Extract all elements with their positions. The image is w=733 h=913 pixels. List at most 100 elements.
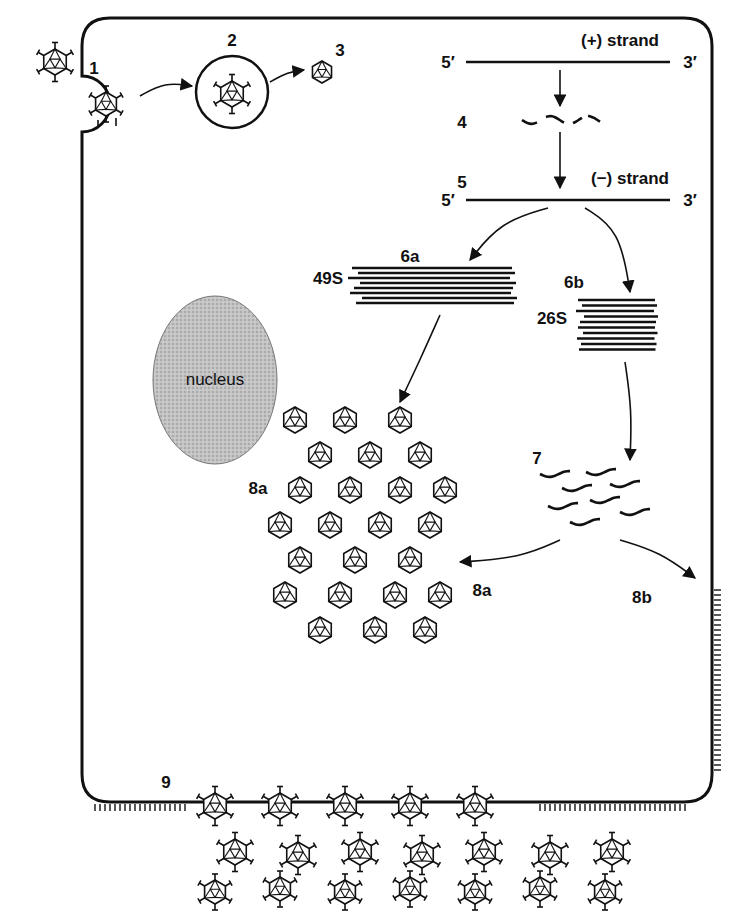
nucleocapsid bbox=[274, 582, 297, 608]
glycoprotein-spike bbox=[714, 609, 721, 610]
glycoprotein-spike bbox=[714, 674, 721, 675]
glycoprotein-spike bbox=[174, 804, 175, 811]
flow-arrow bbox=[470, 208, 548, 260]
subgenomic-rna-26s bbox=[579, 348, 656, 351]
node-label: nucleus bbox=[186, 370, 245, 390]
glycoprotein-spike bbox=[714, 679, 721, 680]
enveloped-virion bbox=[262, 787, 299, 826]
receptor bbox=[97, 120, 99, 128]
enveloped-virion bbox=[392, 787, 429, 826]
structural-protein bbox=[586, 469, 616, 475]
glycoprotein-spike bbox=[654, 804, 655, 811]
glycoprotein-spike bbox=[714, 744, 721, 745]
glycoprotein-spike bbox=[614, 804, 615, 811]
glycoprotein-spike bbox=[634, 804, 635, 811]
flow-arrow bbox=[559, 70, 561, 106]
glycoprotein-spike bbox=[714, 589, 721, 590]
glycoprotein-spike bbox=[609, 804, 610, 811]
callout-number: 6b bbox=[564, 274, 584, 291]
glycoprotein-spike bbox=[644, 804, 645, 811]
callout-number: 8a bbox=[473, 582, 492, 599]
subgenomic-rna-26s bbox=[576, 310, 654, 313]
glycoprotein-spike bbox=[559, 804, 560, 811]
glycoprotein-spike bbox=[119, 804, 120, 811]
glycoprotein-spike bbox=[714, 714, 721, 715]
callout-number: 3 bbox=[335, 42, 344, 59]
minus-strand-rna bbox=[466, 199, 670, 202]
glycoprotein-spike bbox=[544, 804, 545, 811]
strand-end-label: 3′ bbox=[683, 54, 697, 71]
glycoprotein-spike bbox=[674, 804, 675, 811]
flow-arrow bbox=[559, 132, 561, 188]
flow-arrow bbox=[625, 362, 631, 460]
enveloped-virion bbox=[532, 836, 569, 875]
glycoprotein-spike bbox=[549, 804, 550, 811]
structural-protein bbox=[540, 471, 570, 477]
uncoated-rna bbox=[522, 120, 537, 124]
enveloped-virion bbox=[466, 833, 503, 872]
glycoprotein-spike bbox=[714, 694, 721, 695]
uncoated-rna bbox=[573, 118, 582, 123]
glycoprotein-spike bbox=[629, 804, 630, 811]
nucleocapsid bbox=[319, 512, 342, 538]
enveloped-virion bbox=[594, 833, 631, 872]
subgenomic-rna-26s bbox=[577, 337, 655, 340]
callout-number: 4 bbox=[457, 114, 466, 131]
callout-number: 2 bbox=[227, 32, 236, 49]
glycoprotein-spike bbox=[714, 739, 721, 740]
uncoated-rna bbox=[588, 116, 600, 122]
enveloped-virion bbox=[523, 871, 557, 907]
enveloped-virion bbox=[342, 833, 379, 872]
glycoprotein-spike bbox=[539, 804, 540, 811]
glycoprotein-spike bbox=[679, 804, 680, 811]
glycoprotein-spike bbox=[584, 804, 585, 811]
rna-size-label: 26S bbox=[537, 310, 567, 327]
genomic-rna-49s bbox=[356, 302, 514, 305]
nucleocapsid bbox=[359, 442, 382, 468]
nucleocapsid bbox=[309, 442, 332, 468]
glycoprotein-spike bbox=[714, 734, 721, 735]
glycoprotein-spike bbox=[714, 644, 721, 645]
callout-number: 8b bbox=[632, 589, 652, 606]
cell-membrane bbox=[82, 18, 712, 802]
glycoprotein-spike bbox=[714, 604, 721, 605]
nucleocapsid bbox=[269, 512, 292, 538]
structural-protein bbox=[610, 481, 640, 487]
nucleocapsid bbox=[414, 617, 437, 643]
glycoprotein-spike bbox=[569, 804, 570, 811]
nucleocapsid bbox=[384, 582, 407, 608]
nucleocapsid bbox=[369, 512, 392, 538]
enveloped-virion bbox=[328, 874, 362, 910]
glycoprotein-spike bbox=[164, 804, 165, 811]
nucleocapsid bbox=[364, 617, 387, 643]
genomic-rna-49s bbox=[354, 287, 513, 290]
nucleocapsid bbox=[389, 407, 412, 433]
callout-number: 1 bbox=[89, 60, 98, 77]
nucleocapsid bbox=[289, 477, 312, 503]
flow-arrow bbox=[270, 70, 304, 82]
nucleocapsid bbox=[339, 477, 362, 503]
enveloped-virion bbox=[457, 787, 494, 826]
strand-label: (+) strand bbox=[581, 32, 659, 49]
glycoprotein-spike bbox=[604, 804, 605, 811]
glycoprotein-spike bbox=[124, 804, 125, 811]
enveloped-virion bbox=[89, 86, 123, 122]
glycoprotein-spike bbox=[594, 804, 595, 811]
genomic-rna-49s bbox=[352, 267, 512, 270]
glycoprotein-spike bbox=[714, 649, 721, 650]
glycoprotein-spike bbox=[649, 804, 650, 811]
callout-number: 5 bbox=[457, 174, 466, 191]
genomic-rna-49s bbox=[358, 272, 515, 275]
enveloped-virion bbox=[198, 874, 232, 910]
glycoprotein-spike bbox=[669, 804, 670, 811]
nucleocapsid bbox=[284, 407, 307, 433]
uncoated-rna bbox=[546, 116, 564, 122]
glycoprotein-spike bbox=[659, 804, 660, 811]
callout-number: 9 bbox=[161, 774, 170, 791]
glycoprotein-spike bbox=[129, 804, 130, 811]
glycoprotein-spike bbox=[714, 614, 721, 615]
glycoprotein-spike bbox=[599, 804, 600, 811]
glycoprotein-spike bbox=[714, 664, 721, 665]
glycoprotein-spike bbox=[149, 804, 150, 811]
endosome bbox=[196, 56, 268, 128]
